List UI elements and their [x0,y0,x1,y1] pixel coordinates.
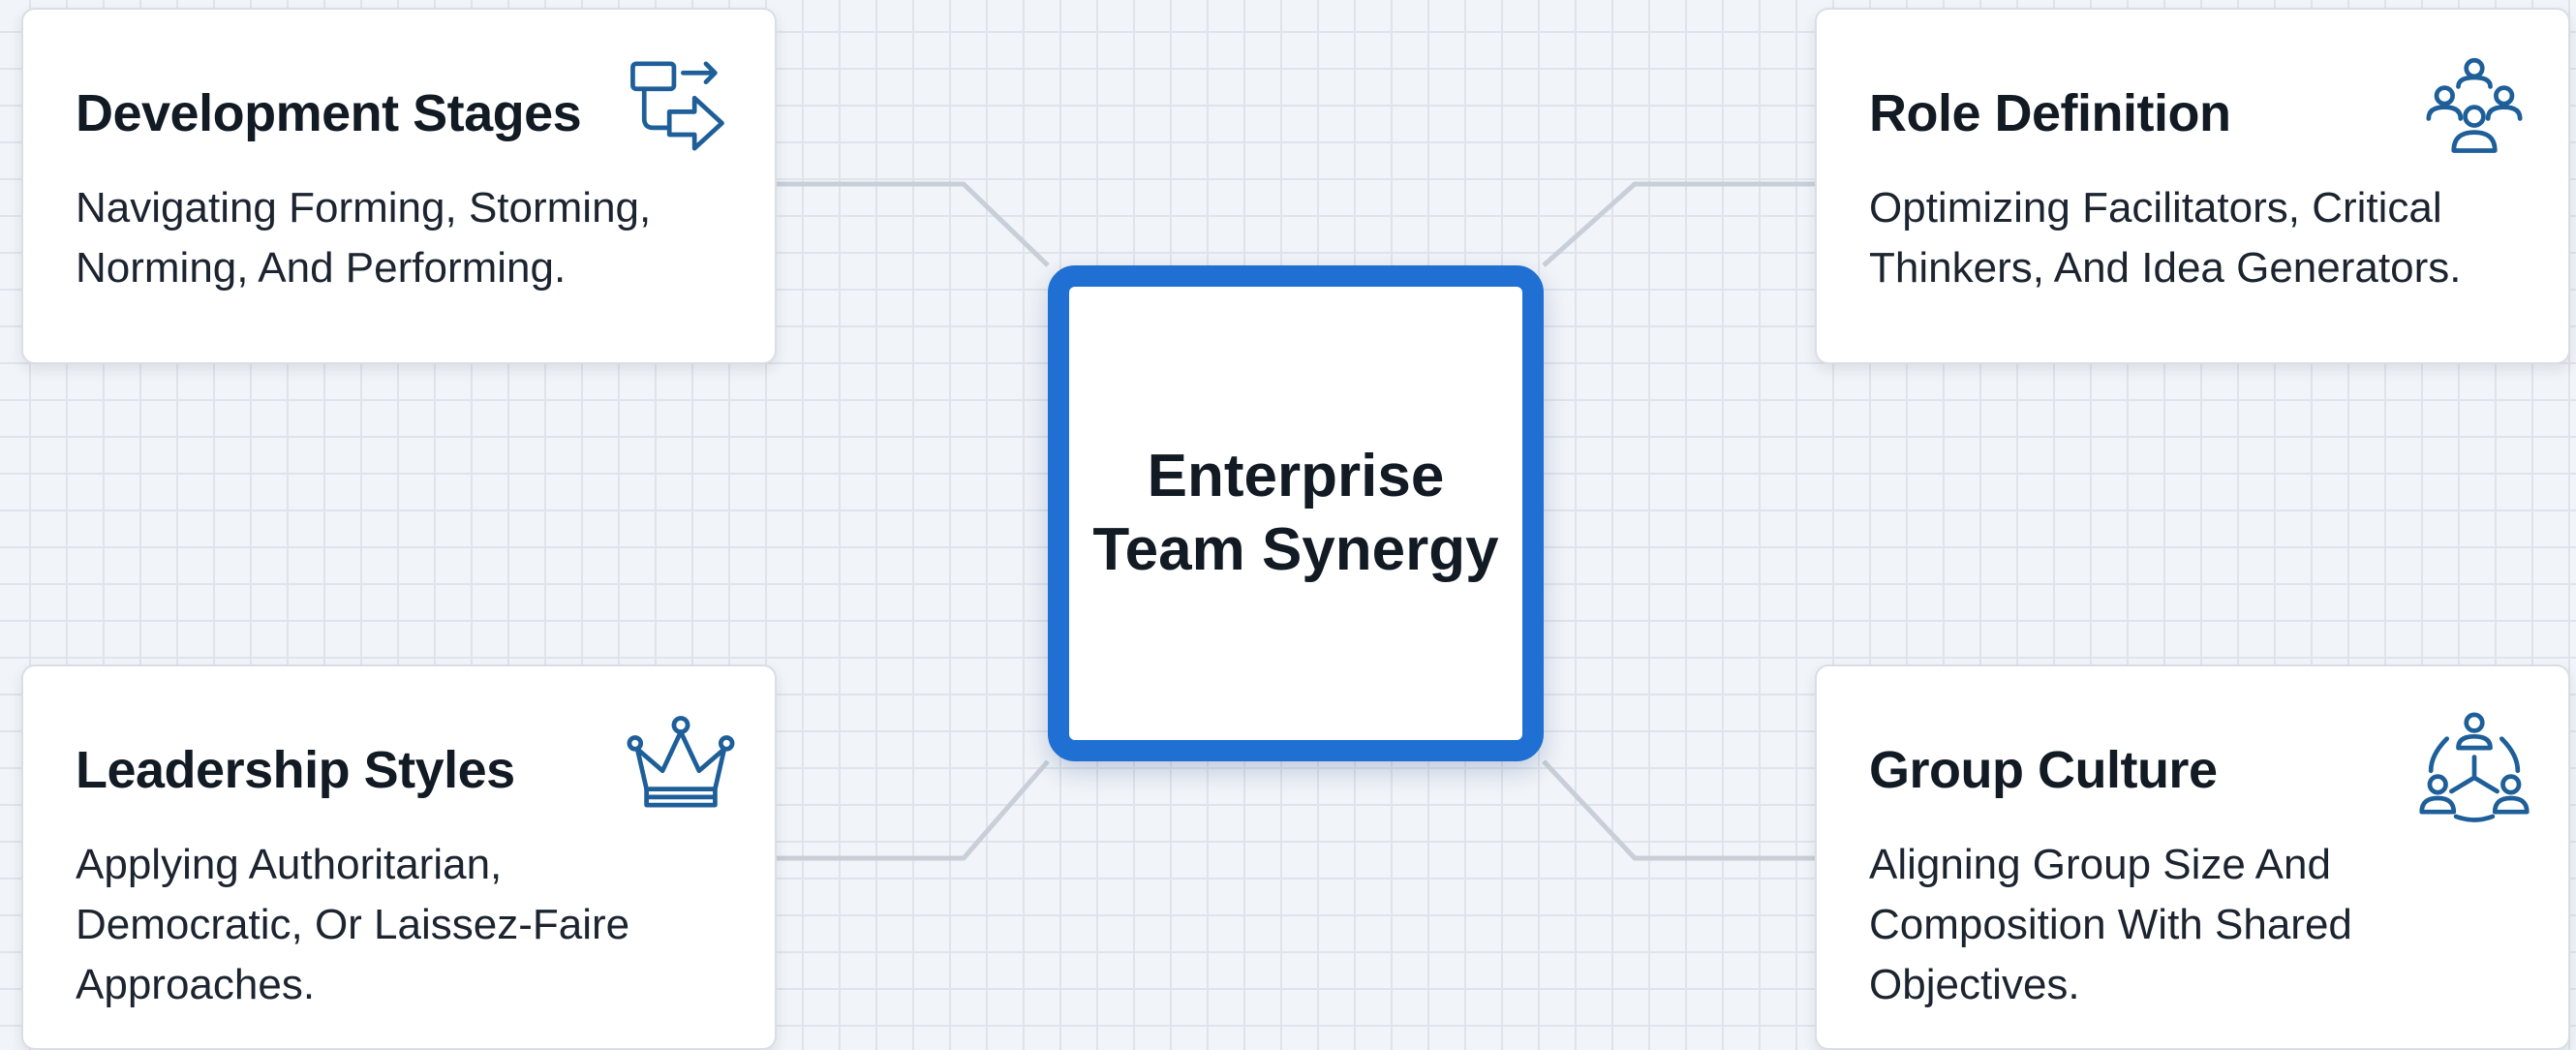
node-description: Navigating Forming, Storming, Norming, A… [76,184,652,293]
node-title: Leadership Styles [76,741,515,799]
flow-arrows-icon [624,52,738,167]
crown-icon [624,709,738,823]
central-topic-node[interactable]: Enterprise Team Synergy [1048,265,1544,761]
node-role-definition[interactable]: Role Definition Optimizing Facilitators,… [1815,8,2570,364]
connector-bottom-left [775,759,1050,861]
team-people-icon [2417,52,2531,167]
node-leadership-styles[interactable]: Leadership Styles Applying Authoritarian… [21,664,777,1050]
node-title: Development Stages [76,84,582,142]
node-title: Role Definition [1869,84,2231,142]
node-group-culture[interactable]: Group Culture Aligning Group Size And Co… [1815,664,2570,1050]
node-description: Applying Authoritarian, Democratic, Or L… [76,841,630,1009]
central-topic-title: Enterprise Team Synergy [1092,443,1499,583]
node-description: Optimizing Facilitators, Critical Thinke… [1869,184,2462,293]
node-title: Group Culture [1869,741,2218,799]
node-development-stages[interactable]: Development Stages Navigating Forming, S… [21,8,777,364]
connector-top-left [775,181,1050,267]
network-people-icon [2417,709,2531,823]
node-description: Aligning Group Size And Composition With… [1869,841,2352,1009]
connector-top-right [1542,181,1815,267]
connector-bottom-right [1542,759,1815,861]
